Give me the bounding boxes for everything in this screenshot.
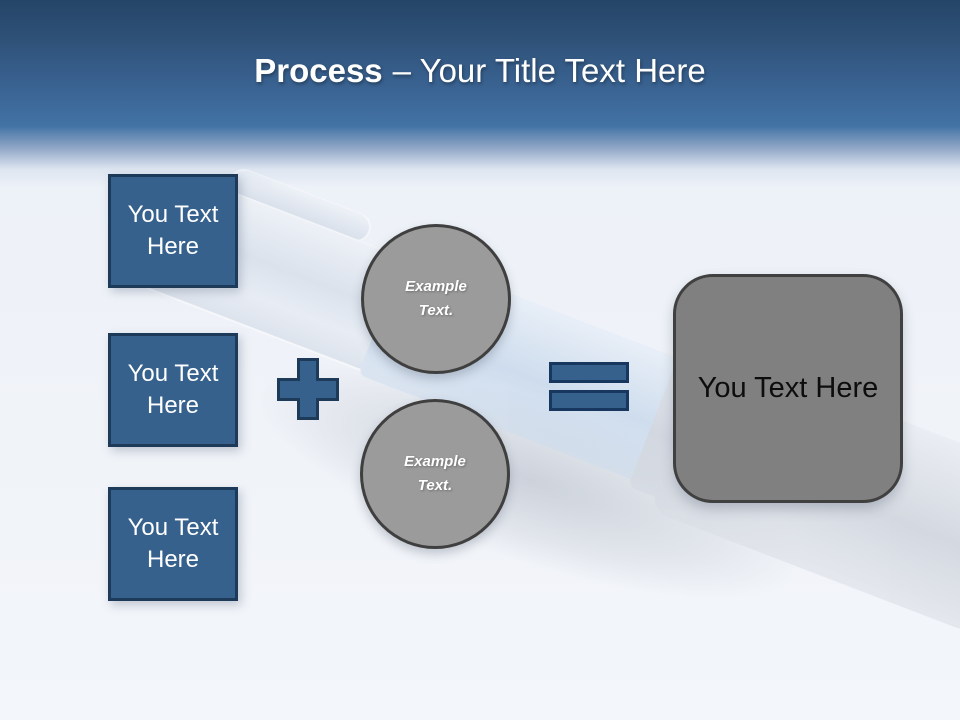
- result-box: You Text Here: [673, 274, 903, 503]
- example-circle-2: Example Text.: [360, 399, 510, 549]
- example-circle-1-label: Example Text.: [405, 278, 467, 319]
- slide-title-subtitle: – Your Title Text Here: [392, 52, 706, 89]
- result-box-label: You Text Here: [697, 372, 879, 404]
- input-box-1: You Text Here: [108, 174, 238, 288]
- plus-icon: [277, 358, 339, 420]
- example-circle-2-label: Example Text.: [404, 453, 466, 494]
- equals-top-bar: [549, 362, 629, 383]
- slide-title-keyword: Process: [254, 52, 383, 89]
- input-box-2: You Text Here: [108, 333, 238, 447]
- input-box-2-label: You Text Here: [127, 360, 219, 419]
- equals-bottom-bar: [549, 390, 629, 411]
- pen-end-ring-outer: [943, 468, 960, 668]
- example-circle-1: Example Text.: [361, 224, 511, 374]
- input-box-3: You Text Here: [108, 487, 238, 601]
- slide-title: Process– Your Title Text Here: [0, 52, 960, 90]
- pen-clip: [224, 164, 376, 247]
- input-box-3-label: You Text Here: [127, 514, 219, 573]
- equals-icon: [549, 362, 629, 412]
- input-box-1-label: You Text Here: [127, 201, 219, 260]
